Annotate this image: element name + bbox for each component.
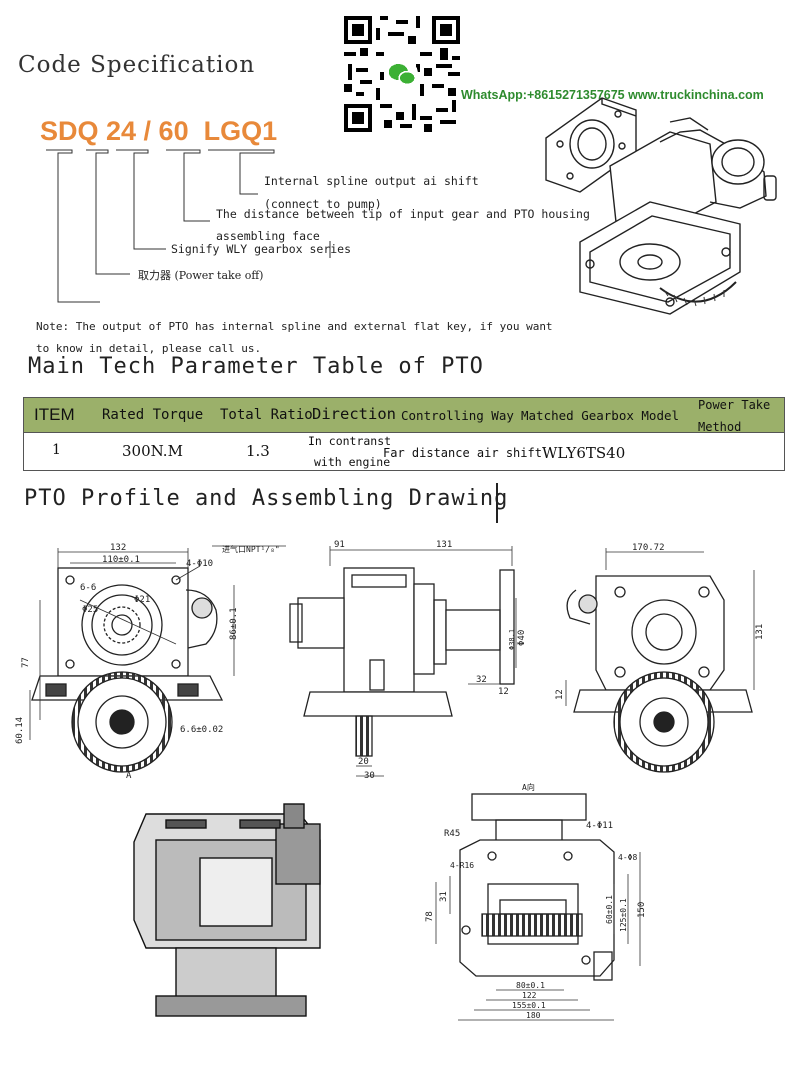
dim-side-flange: 91 bbox=[334, 540, 345, 550]
dim-front-gear: 60.14 bbox=[15, 717, 25, 744]
header-matched-gearbox: Matched Gearbox Model bbox=[521, 408, 680, 423]
code-label-assembling: assembling face bbox=[216, 229, 320, 243]
note-text: Note: The output of PTO has internal spl… bbox=[36, 316, 553, 360]
table-heading: Main Tech Parameter Table of PTO bbox=[28, 354, 484, 379]
cell-direction-line1: In contranst bbox=[308, 434, 392, 448]
dim-side-gear-offset: 30 bbox=[364, 771, 375, 781]
technical-drawings: 132 110±0.1 4-Φ10 进气口NPT¹/₈" 6-6 Φ25 Φ21… bbox=[15, 540, 765, 1021]
table-header-row: ITEM Rated Torque Total Ratio Direction … bbox=[23, 397, 785, 434]
dim-side-shaft: 32 bbox=[476, 675, 487, 685]
dim-bottom-80: 80±0.1 bbox=[516, 981, 545, 990]
dim-side-gear-width: 20 bbox=[358, 757, 369, 767]
solid-view bbox=[133, 803, 321, 1017]
side-view: 91 131 Φ40 Φ38.1 32 12 20 30 bbox=[289, 540, 527, 781]
cell-gearbox-model: WLY6TS40 bbox=[542, 444, 626, 462]
header-rated-torque: Rated Torque bbox=[102, 407, 204, 423]
dim-bottom-150: 150 bbox=[637, 902, 647, 918]
cell-rated-torque: 300N.M bbox=[122, 442, 183, 460]
cell-controlling-way: Far distance air shift bbox=[383, 446, 542, 460]
dim-bottom-radius: R45 bbox=[444, 829, 460, 839]
code-label-series: Signify WLY gearbox series bbox=[171, 242, 352, 256]
dim-side-outer: Φ40 bbox=[517, 630, 527, 646]
dim-bottom-corner-radius: 4-R16 bbox=[450, 861, 474, 870]
dim-bottom-small-holes: 4-Φ8 bbox=[618, 853, 637, 862]
cell-direction-line2: with engine bbox=[314, 455, 391, 469]
rear-view: 170.72 131 12 bbox=[555, 543, 765, 773]
dim-bottom-122: 122 bbox=[522, 991, 537, 1000]
dim-front-spline: Φ21 bbox=[134, 595, 150, 605]
dim-side-length: 131 bbox=[436, 540, 452, 550]
dim-side-inner: Φ38.1 bbox=[508, 629, 516, 650]
code-label-pump: (connect to pump) bbox=[264, 197, 382, 211]
header-total-ratio: Total Ratio bbox=[220, 407, 313, 423]
bottom-view: A向 4-Φ11 R45 4-R16 4-Φ8 78 31 60±0.1 125… bbox=[425, 782, 647, 1021]
pto-isometric-drawing bbox=[545, 97, 777, 315]
header-power-take: Power Take bbox=[698, 398, 771, 412]
cell-total-ratio: 1.3 bbox=[246, 442, 270, 460]
dim-bottom-holes: 4-Φ11 bbox=[586, 821, 613, 831]
dim-bottom-125: 125±0.1 bbox=[619, 898, 628, 932]
dim-front-height: 86±0.1 bbox=[229, 607, 239, 640]
dim-front-holes: 4-Φ10 bbox=[186, 559, 213, 569]
code-specification-heading: Code Specification bbox=[18, 52, 256, 78]
dim-front-key: 6.6±0.02 bbox=[180, 725, 223, 735]
note-line: Note: The output of PTO has internal spl… bbox=[36, 320, 553, 333]
dim-front-view-mark: A bbox=[126, 771, 132, 781]
front-view: 132 110±0.1 4-Φ10 进气口NPT¹/₈" 6-6 Φ25 Φ21… bbox=[15, 543, 286, 781]
header-item: ITEM bbox=[34, 405, 75, 424]
code-leader-lines bbox=[46, 149, 331, 303]
dim-bottom-31: 31 bbox=[439, 891, 449, 902]
dim-bottom-78: 78 bbox=[425, 911, 435, 922]
dim-bottom-180: 180 bbox=[526, 1011, 541, 1020]
dim-front-width: 132 bbox=[110, 543, 126, 553]
code-label-distance: The distance between tip of input gear a… bbox=[216, 207, 590, 221]
qr-code bbox=[344, 16, 460, 132]
dim-rear-base: 12 bbox=[555, 689, 565, 700]
dim-front-bolt-spacing: 110±0.1 bbox=[102, 555, 140, 565]
header-controlling-way: Controlling Way bbox=[401, 408, 514, 423]
drawing-heading: PTO Profile and Assembling Drawing bbox=[24, 486, 509, 511]
code-label-pto: 取力器 (Power take off) bbox=[138, 269, 264, 282]
dim-bottom-view-mark: A向 bbox=[522, 782, 535, 792]
dim-rear-width: 170.72 bbox=[632, 543, 665, 553]
header-method: Method bbox=[698, 420, 742, 434]
dim-front-air-inlet: 进气口NPT¹/₈" bbox=[222, 544, 280, 554]
header-direction: Direction bbox=[312, 405, 396, 423]
contact-info: WhatsApp:+8615271357675 www.truckinchina… bbox=[461, 88, 764, 102]
dim-front-offset: 77 bbox=[21, 657, 31, 668]
dim-bottom-155: 155±0.1 bbox=[512, 1001, 546, 1010]
code-label-output: Internal spline output ai shift bbox=[264, 174, 479, 188]
model-code: SDQ 24 / 60 LGQ1 bbox=[40, 116, 278, 146]
heading-cursor-bar bbox=[496, 483, 498, 523]
note-line: to know in detail, please call us. bbox=[36, 342, 262, 355]
dim-bottom-60: 60±0.1 bbox=[605, 895, 614, 924]
dim-side-thickness: 12 bbox=[498, 687, 509, 697]
table-row: 1 300N.M 1.3 In contranst with engine Fa… bbox=[23, 433, 785, 471]
dim-front-section: 6-6 bbox=[80, 583, 96, 593]
cell-item: 1 bbox=[52, 442, 61, 458]
dim-rear-height: 131 bbox=[755, 624, 765, 640]
dim-front-bore: Φ25 bbox=[82, 605, 98, 615]
